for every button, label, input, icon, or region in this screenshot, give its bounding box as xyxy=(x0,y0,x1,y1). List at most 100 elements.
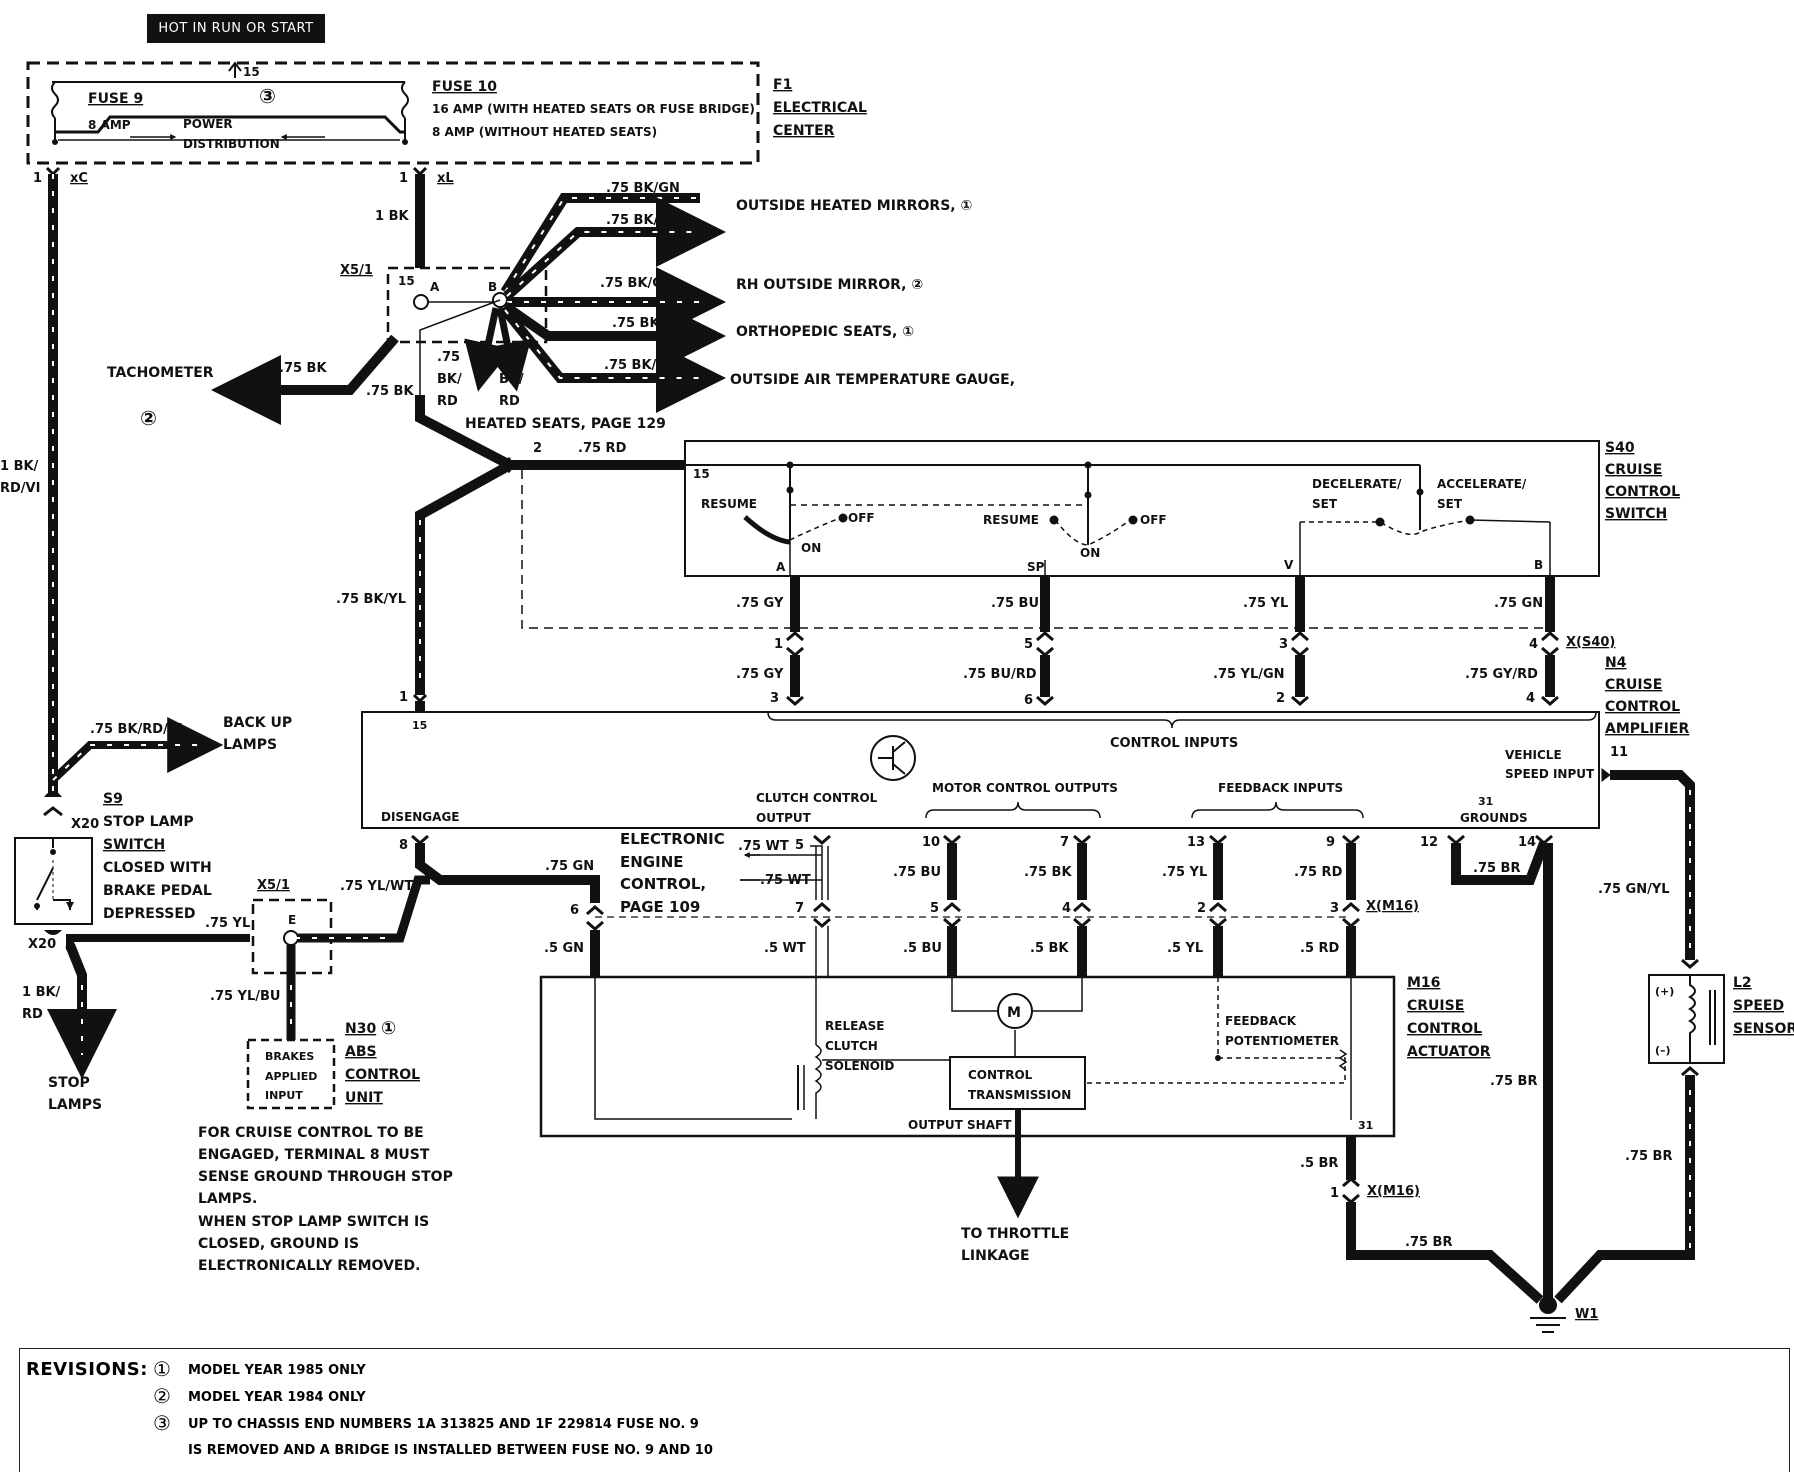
fuse-10-icon xyxy=(401,81,409,140)
svg-text:13: 13 xyxy=(1187,835,1205,850)
svg-text:.75 GY/RD: .75 GY/RD xyxy=(1465,667,1538,682)
svg-text:.75 YL: .75 YL xyxy=(205,916,250,931)
svg-text:.75 YL: .75 YL xyxy=(1162,865,1207,880)
x5-1-splice-lower: X5/1 E .75 YL .75 YL/WT .75 YL/BU BRAKES… xyxy=(205,875,430,1110)
svg-text:.75 BK/GN: .75 BK/GN xyxy=(606,181,680,196)
svg-text:E: E xyxy=(288,913,296,927)
svg-text:(–): (–) xyxy=(1655,1044,1671,1057)
svg-text:CRUISE: CRUISE xyxy=(1407,998,1464,1014)
revision-item-3-cont: IS REMOVED AND A BRIDGE IS INSTALLED BET… xyxy=(188,1443,713,1458)
svg-text:RD: RD xyxy=(499,394,520,409)
svg-text:CENTER: CENTER xyxy=(773,123,835,139)
rh-outside-mirror-label: RH OUTSIDE MIRROR, ② xyxy=(736,277,923,293)
svg-text:ON: ON xyxy=(1080,546,1100,560)
svg-text:7: 7 xyxy=(795,901,804,916)
svg-text:.75 BK: .75 BK xyxy=(279,361,327,376)
svg-text:FEEDBACK: FEEDBACK xyxy=(1225,1014,1297,1028)
svg-text:RELEASE: RELEASE xyxy=(825,1019,884,1033)
svg-text:OFF: OFF xyxy=(848,511,875,525)
svg-text:31: 31 xyxy=(1358,1119,1373,1132)
svg-text:.75 BK: .75 BK xyxy=(612,316,660,331)
svg-text:1: 1 xyxy=(399,171,408,186)
svg-text:B: B xyxy=(1534,558,1543,572)
svg-text:14: 14 xyxy=(1518,835,1536,850)
f1-electrical-center: 15 FUSE 9 8 AMP ③ FUSE 10 16 AMP (WITH H… xyxy=(26,61,867,186)
svg-text:CONTROL: CONTROL xyxy=(968,1068,1033,1082)
transistor-icon xyxy=(870,735,916,781)
ground-w1: .5 BR 1 X(M16) .75 BR .75 BR .75 BR W1 xyxy=(1300,1074,1695,1333)
svg-text:.75 WT: .75 WT xyxy=(760,873,811,888)
svg-text:ELECTRICAL: ELECTRICAL xyxy=(773,100,867,116)
svg-text:.75 YL: .75 YL xyxy=(1243,596,1288,611)
svg-text:OUTPUT SHAFT: OUTPUT SHAFT xyxy=(908,1118,1012,1132)
svg-text:8: 8 xyxy=(399,838,408,853)
m16-cruise-control-actuator: M CONTROL TRANSMISSION RELEASE CLUTCH SO… xyxy=(539,975,1491,1264)
svg-text:ENGINE: ENGINE xyxy=(620,853,684,871)
svg-text:16 AMP (WITH HEATED SEATS OR F: 16 AMP (WITH HEATED SEATS OR FUSE BRIDGE… xyxy=(432,102,755,116)
svg-text:BACK UP: BACK UP xyxy=(223,715,292,731)
svg-text:TO THROTTLE: TO THROTTLE xyxy=(961,1226,1069,1242)
backup-lamps-branch: .75 BK/RD/VI BACK UP LAMPS xyxy=(50,715,292,783)
svg-text:SOLENOID: SOLENOID xyxy=(825,1059,894,1073)
svg-text:APPLIED: APPLIED xyxy=(265,1070,317,1083)
svg-text:SWITCH: SWITCH xyxy=(1605,506,1667,522)
svg-text:SET: SET xyxy=(1437,497,1463,511)
svg-text:.75 YL/GN: .75 YL/GN xyxy=(1213,667,1285,682)
svg-text:CONTROL: CONTROL xyxy=(1605,699,1680,715)
svg-text:.5 BR: .5 BR xyxy=(1300,1156,1338,1171)
orthopedic-seats-label: ORTHOPEDIC SEATS, ① xyxy=(736,324,914,340)
revisions-title: REVISIONS: xyxy=(26,1359,148,1380)
svg-text:CLUTCH CONTROL: CLUTCH CONTROL xyxy=(756,791,878,805)
svg-text:POWER: POWER xyxy=(183,117,233,131)
svg-text:BRAKE PEDAL: BRAKE PEDAL xyxy=(103,883,212,899)
svg-text:1 BK/: 1 BK/ xyxy=(22,985,61,1000)
svg-text:B: B xyxy=(488,280,497,294)
svg-text:CONTROL: CONTROL xyxy=(1605,484,1680,500)
svg-text:BRAKES: BRAKES xyxy=(265,1050,314,1063)
cruise-feed-wires: 2 .75 RD .75 BK/YL 1 xyxy=(336,395,1550,712)
svg-text:RESUME: RESUME xyxy=(701,497,757,511)
svg-text:FEEDBACK INPUTS: FEEDBACK INPUTS xyxy=(1218,781,1343,795)
svg-text:SPEED INPUT: SPEED INPUT xyxy=(1505,767,1595,781)
svg-text:X5/1: X5/1 xyxy=(340,263,373,278)
svg-text:6: 6 xyxy=(570,903,579,918)
svg-text:TRANSMISSION: TRANSMISSION xyxy=(968,1088,1071,1102)
revision-item-1: MODEL YEAR 1985 ONLY xyxy=(188,1363,366,1378)
revisions-box: REVISIONS: ① MODEL YEAR 1985 ONLY ② MODE… xyxy=(19,1348,1790,1472)
svg-text:M16: M16 xyxy=(1407,975,1440,991)
svg-text:CLUTCH: CLUTCH xyxy=(825,1039,878,1053)
svg-text:SENSE GROUND THROUGH STOP: SENSE GROUND THROUGH STOP xyxy=(198,1169,453,1185)
svg-text:.75 GN/YL: .75 GN/YL xyxy=(1598,882,1670,897)
svg-text:12: 12 xyxy=(1420,835,1438,850)
svg-text:31: 31 xyxy=(1478,795,1493,808)
svg-text:.5 YL: .5 YL xyxy=(1167,941,1203,956)
svg-text:.75 BK: .75 BK xyxy=(1024,865,1072,880)
svg-text:STOP: STOP xyxy=(48,1075,90,1091)
svg-text:1: 1 xyxy=(399,690,408,705)
svg-text:UNIT: UNIT xyxy=(345,1090,383,1106)
svg-text:.75 YL/WT: .75 YL/WT xyxy=(340,879,413,894)
svg-text:ENGAGED, TERMINAL 8 MUST: ENGAGED, TERMINAL 8 MUST xyxy=(198,1147,430,1163)
svg-text:SPEED: SPEED xyxy=(1733,998,1784,1014)
svg-text:RD: RD xyxy=(437,394,458,409)
svg-text:1 BK/: 1 BK/ xyxy=(0,459,39,474)
engagement-note: FOR CRUISE CONTROL TO BE ENGAGED, TERMIN… xyxy=(198,1125,453,1274)
svg-text:4: 4 xyxy=(1526,691,1535,706)
svg-text:STOP LAMP: STOP LAMP xyxy=(103,814,194,830)
svg-text:6: 6 xyxy=(1024,693,1033,708)
svg-text:POTENTIOMETER: POTENTIOMETER xyxy=(1225,1034,1339,1048)
svg-text:RD/VI: RD/VI xyxy=(0,481,40,496)
svg-text:W1: W1 xyxy=(1575,1307,1598,1322)
svg-text:MOTOR CONTROL OUTPUTS: MOTOR CONTROL OUTPUTS xyxy=(932,781,1118,795)
svg-text:SWITCH: SWITCH xyxy=(103,837,165,853)
svg-text:.75: .75 xyxy=(437,350,460,365)
svg-text:A: A xyxy=(430,280,440,294)
svg-text:.75 RD: .75 RD xyxy=(578,441,627,456)
svg-text:.75 GN: .75 GN xyxy=(1494,596,1543,611)
svg-text:.75 RD: .75 RD xyxy=(1294,865,1343,880)
svg-text:2: 2 xyxy=(1276,691,1285,706)
svg-text:SP: SP xyxy=(1027,560,1045,574)
svg-text:.75 BK/YL: .75 BK/YL xyxy=(336,592,406,607)
svg-text:WHEN STOP LAMP SWITCH IS: WHEN STOP LAMP SWITCH IS xyxy=(198,1214,429,1230)
